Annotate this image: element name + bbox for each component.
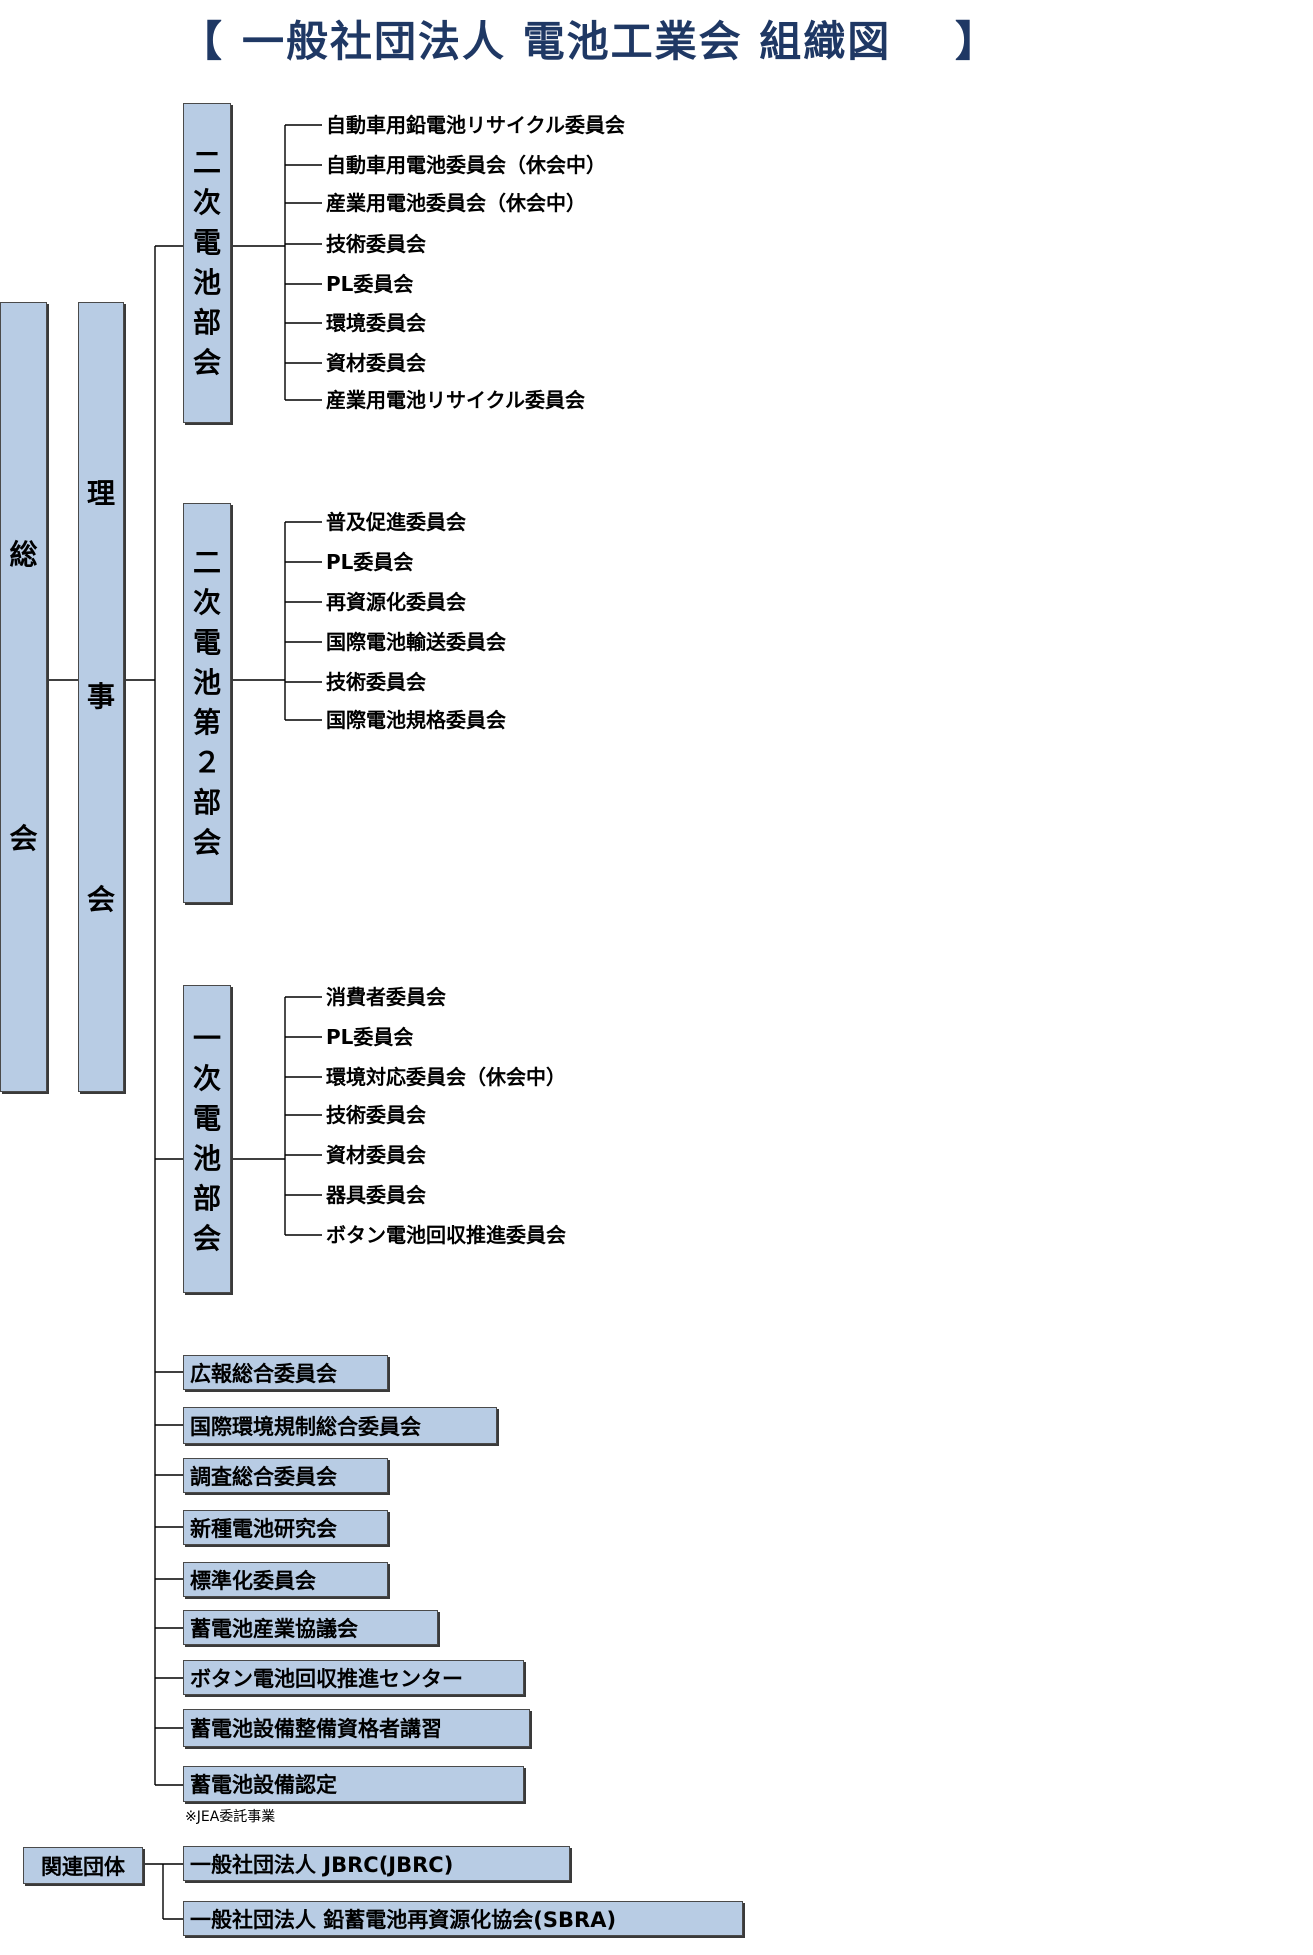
- committee-item: 環境対応委員会（休会中）: [326, 1065, 566, 1089]
- division-char: 一: [192, 1022, 221, 1055]
- committee-item: 技術委員会: [326, 670, 426, 694]
- title-text: 一般社団法人 電池工業会 組織図: [242, 17, 892, 66]
- committee-item: 資材委員会: [326, 351, 426, 375]
- division-char: 第: [192, 706, 221, 739]
- committee-item: 産業用電池リサイクル委員会: [326, 388, 585, 412]
- board-box: 理 事 会: [78, 302, 124, 1092]
- standing-committee: 標準化委員会: [183, 1562, 388, 1597]
- division-char: 次: [192, 1062, 221, 1095]
- division-char: 次: [192, 186, 221, 219]
- standing-committee: 蓄電池設備整備資格者講習: [183, 1709, 530, 1747]
- division-char: 二: [192, 546, 221, 579]
- committee-item: 国際電池輸送委員会: [326, 630, 506, 654]
- title-bracket-close: 】: [955, 17, 998, 66]
- committee-item: 自動車用鉛電池リサイクル委員会: [326, 113, 625, 137]
- board-char: 理: [86, 477, 115, 511]
- related-organization: 一般社団法人 JBRC(JBRC): [183, 1846, 570, 1881]
- committee-item: 消費者委員会: [326, 985, 446, 1009]
- footnote: ※JEA委託事業: [185, 1809, 276, 1825]
- division-char: 部: [192, 1182, 221, 1215]
- committee-item: PL委員会: [326, 272, 414, 296]
- committee-item: 普及促進委員会: [326, 510, 466, 534]
- division-char: 池: [192, 1142, 221, 1175]
- division-char: 会: [192, 1222, 221, 1255]
- division-char: 部: [192, 786, 221, 819]
- board-char: 会: [86, 882, 115, 916]
- committee-item: 器具委員会: [326, 1183, 426, 1207]
- board-char: 事: [86, 679, 115, 713]
- standing-committee: 調査総合委員会: [183, 1458, 388, 1493]
- division-char: 池: [192, 666, 221, 699]
- committee-item: PL委員会: [326, 1025, 414, 1049]
- general-meeting-box: 総 会: [0, 302, 47, 1092]
- committee-item: 国際電池規格委員会: [326, 708, 506, 732]
- division-char: 会: [192, 826, 221, 859]
- related-organization: 一般社団法人 鉛蓄電池再資源化協会(SBRA): [183, 1901, 743, 1936]
- related-organizations-label: 関連団体: [23, 1847, 143, 1884]
- standing-committee: 蓄電池産業協議会: [183, 1610, 438, 1645]
- standing-committee: ボタン電池回収推進センター: [183, 1660, 524, 1695]
- standing-committee: 新種電池研究会: [183, 1510, 388, 1545]
- committee-item: 資材委員会: [326, 1143, 426, 1167]
- committee-item: 技術委員会: [326, 1103, 426, 1127]
- general-meeting-char: 会: [9, 822, 38, 855]
- standing-committee: 国際環境規制総合委員会: [183, 1407, 497, 1444]
- division-secondary-battery: 二 次 電 池 部 会: [183, 103, 231, 423]
- committee-item: 再資源化委員会: [326, 590, 466, 614]
- division-secondary-battery-2: 二 次 電 池 第 ２ 部 会: [183, 503, 231, 903]
- division-char: 電: [192, 1102, 221, 1135]
- committee-item: 技術委員会: [326, 232, 426, 256]
- division-char: ２: [192, 746, 221, 779]
- division-char: 電: [192, 626, 221, 659]
- division-primary-battery: 一 次 電 池 部 会: [183, 985, 231, 1293]
- general-meeting-char: 総: [9, 538, 38, 571]
- division-char: 二: [192, 146, 221, 179]
- division-char: 次: [192, 586, 221, 619]
- committee-item: PL委員会: [326, 550, 414, 574]
- committee-item: ボタン電池回収推進委員会: [326, 1223, 566, 1247]
- committee-item: 自動車用電池委員会（休会中）: [326, 153, 606, 177]
- standing-committee: 蓄電池設備認定: [183, 1766, 524, 1802]
- division-char: 部: [192, 306, 221, 339]
- committee-item: 産業用電池委員会（休会中）: [326, 191, 586, 215]
- committee-item: 環境委員会: [326, 311, 426, 335]
- division-char: 会: [192, 346, 221, 379]
- title-bracket-open: 【: [180, 17, 223, 66]
- division-char: 池: [192, 266, 221, 299]
- division-char: 電: [192, 226, 221, 259]
- standing-committee: 広報総合委員会: [183, 1355, 388, 1390]
